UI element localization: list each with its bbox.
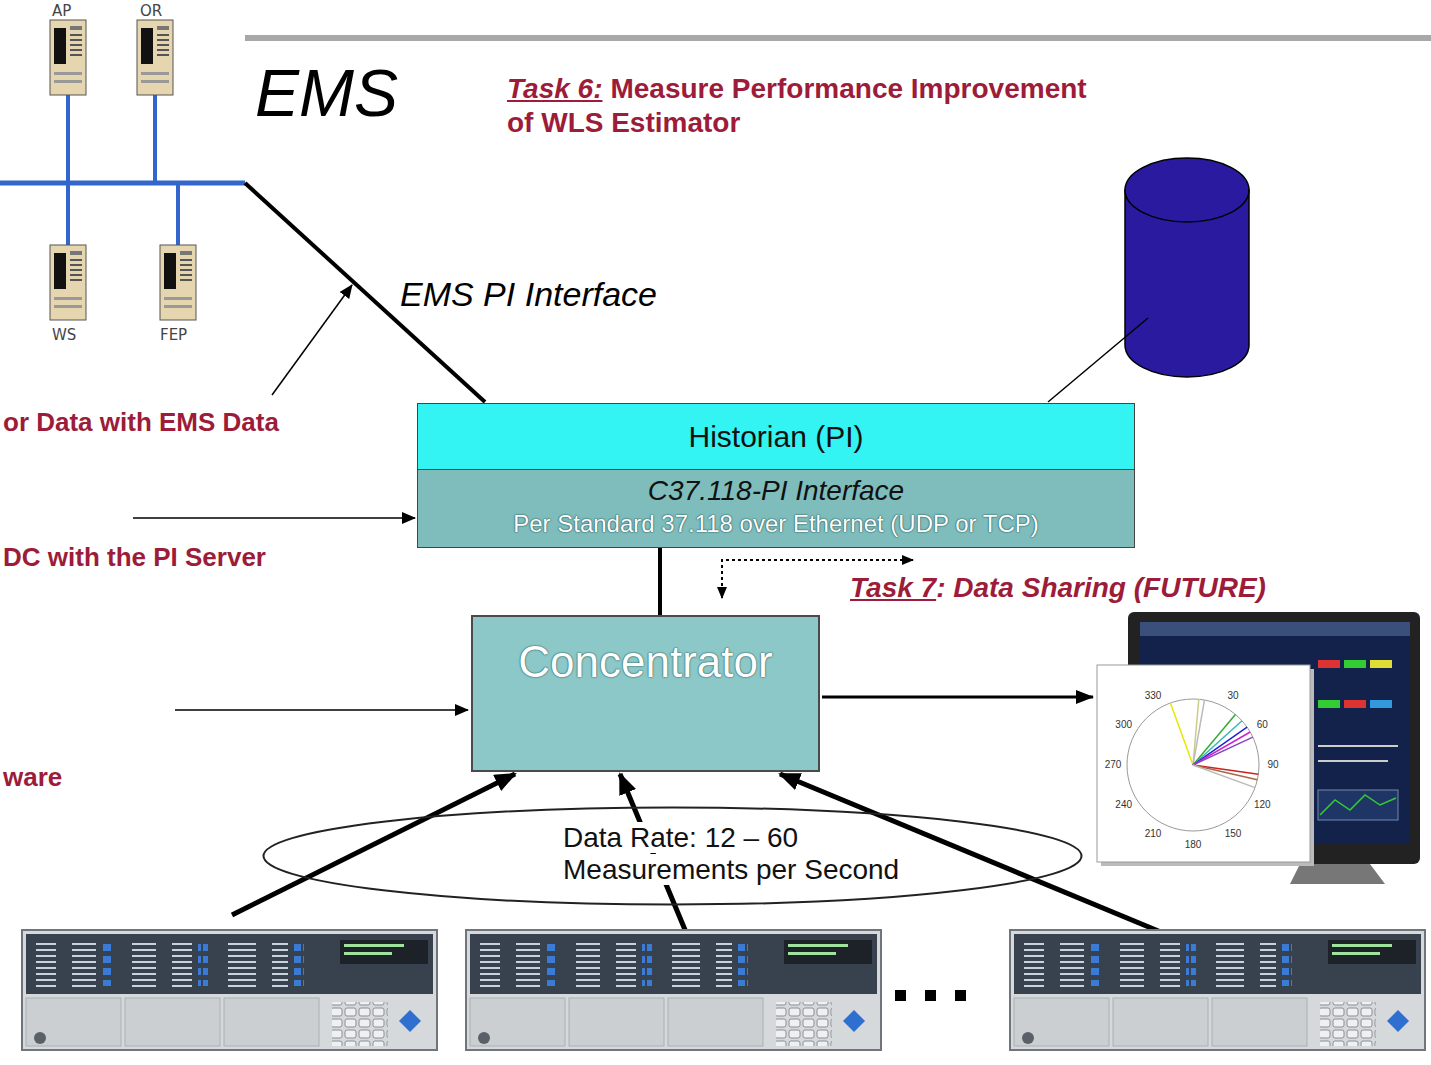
box-title: Concentrator: [473, 637, 818, 687]
server-label: AP: [52, 2, 71, 20]
ellipsis-dots: [955, 990, 966, 1001]
interface-label: EMS PI Interface: [400, 276, 657, 313]
pmu-device: [466, 930, 881, 1050]
angle-label: 90: [1267, 760, 1278, 770]
task-heading: Task 6:Measure Performance Improvement o…: [507, 72, 1087, 140]
angle-label: 300: [1115, 720, 1132, 730]
phasor-plot: [1193, 732, 1250, 765]
system-title: EMS: [255, 60, 398, 126]
concentrator-box: Concentrator: [471, 615, 820, 772]
monitor-display: [1370, 660, 1392, 668]
task-title: : Data Sharing (FUTURE): [936, 572, 1266, 603]
interface-title: C37.118-PI Interface: [418, 475, 1134, 507]
monitor-display: [1140, 622, 1410, 636]
angle-label: 120: [1254, 800, 1271, 810]
server-label: OR: [140, 2, 162, 20]
connector-line: [658, 548, 662, 615]
ellipsis-dots: [895, 990, 966, 1001]
server-label: WS: [52, 326, 76, 344]
phasor-plot: [1170, 703, 1193, 765]
angle-label: 150: [1225, 829, 1242, 839]
angle-label: 330: [1145, 691, 1162, 701]
monitor-display: [1320, 795, 1396, 815]
ellipsis-dots: [925, 990, 936, 1001]
note-arrow: [133, 517, 415, 519]
note-arrow: [175, 709, 468, 711]
phasor-plot: [1097, 665, 1314, 866]
angle-label: 30: [1227, 691, 1238, 701]
database-cylinder: [1125, 158, 1249, 377]
monitor-display: [1318, 745, 1398, 747]
phasor-plot: [1193, 721, 1242, 765]
ems-bus: [176, 183, 180, 245]
phasor-plot: [1097, 665, 1310, 862]
task-note: ware: [3, 763, 62, 792]
angle-label: 240: [1115, 800, 1132, 810]
angle-label: 270: [1105, 760, 1122, 770]
server-label: FEP: [160, 326, 187, 344]
database-cylinder: [1125, 158, 1249, 222]
interface-band: C37.118-PI InterfacePer Standard 37.118 …: [417, 470, 1135, 548]
ems-bus: [0, 95, 245, 245]
ems-bus: [66, 183, 70, 245]
rate-ellipse: Data Rate: 12 – 60 Measurements per Seco…: [262, 806, 1083, 906]
server-icon: [137, 20, 173, 95]
task-note: DC with the PI Server: [3, 543, 266, 572]
pmu-device: [22, 930, 1425, 1050]
server-icon: [50, 20, 86, 95]
monitor-display: [1318, 760, 1388, 762]
server-icon: [50, 20, 196, 320]
monitor-display: [1290, 864, 1385, 884]
monitor-display: [1318, 790, 1398, 820]
monitor-display: [1344, 700, 1366, 708]
phasor-plot: [1193, 699, 1199, 765]
ems-bus: [0, 181, 245, 186]
angle-label: 60: [1257, 720, 1268, 730]
server-icon: [160, 245, 196, 320]
pmu-device: [1010, 930, 1425, 1050]
monitor-display: [1370, 700, 1392, 708]
server-icon: [50, 245, 86, 320]
angle-label: 180: [1185, 840, 1202, 850]
task-note: or Data with EMS Data: [3, 408, 279, 437]
angle-label: 210: [1145, 829, 1162, 839]
rate-label: Data Rate: 12 – 60 Measurements per Seco…: [563, 822, 899, 885]
monitor-display: [1318, 660, 1340, 668]
database-link: [1048, 318, 1148, 402]
phasor-plot: [1193, 737, 1253, 765]
phasor-plot: [1193, 765, 1257, 780]
band-title: Historian (PI): [688, 420, 863, 454]
task-number: Task 6:: [507, 73, 602, 104]
interface-note: Per Standard 37.118 over Ethernet (UDP o…: [418, 510, 1134, 538]
phasor-plot: [1193, 727, 1247, 765]
top-rule: [245, 35, 1431, 41]
task-number: Task 7: [850, 572, 936, 603]
text-wrap: Data Rate: 12 – 60 Measurements per Seco…: [563, 822, 943, 886]
pmu-device: [22, 930, 437, 1050]
phasor-plot: [1127, 699, 1259, 831]
ellipsis-dots: [895, 990, 906, 1001]
task-heading: Task 7: Data Sharing (FUTURE): [850, 571, 1266, 605]
phasor-plot: [1193, 765, 1255, 788]
monitor-display: [1344, 660, 1366, 668]
display-arrow: [822, 696, 1093, 699]
leader-arrow: [272, 285, 352, 395]
ems-bus: [153, 95, 157, 183]
pmu-arrow: [232, 774, 1168, 937]
ellipse-outline: [264, 808, 1082, 905]
monitor-display: [1318, 700, 1340, 708]
ems-bus: [66, 95, 70, 183]
historian-band: Historian (PI): [417, 403, 1135, 470]
